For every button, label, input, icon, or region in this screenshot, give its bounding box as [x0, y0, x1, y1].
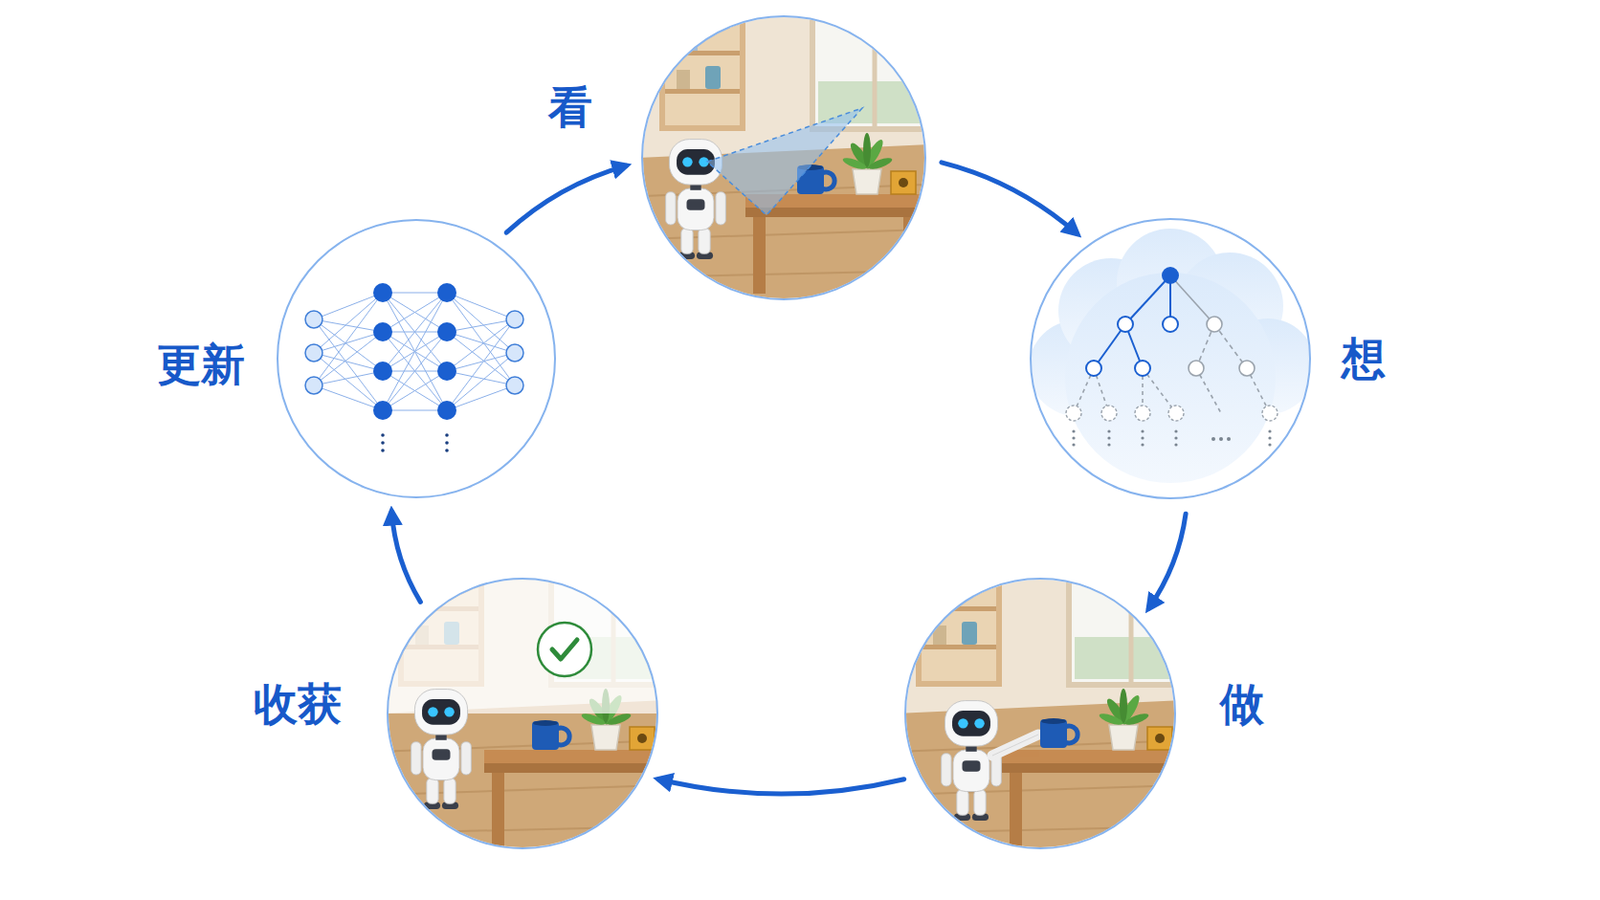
stage-circle: 想	[1029, 218, 1312, 500]
cup	[1040, 718, 1078, 749]
stage-circle: 看	[641, 15, 927, 301]
robot	[666, 139, 727, 260]
stage-circle: 做	[904, 577, 1177, 850]
cycle-arrow	[506, 165, 626, 233]
stage-label: 做	[1220, 682, 1265, 727]
cycle-arrow	[1149, 513, 1187, 609]
look-scene	[640, 14, 937, 302]
gain-scene	[378, 570, 676, 858]
cloud	[1028, 228, 1316, 484]
update-scene	[272, 215, 560, 503]
do-scene	[896, 570, 1194, 858]
stage-label: 想	[1341, 336, 1386, 381]
vision-cone	[707, 108, 863, 216]
robot-arm	[992, 734, 1039, 756]
cycle-arrow	[658, 779, 904, 795]
cup	[532, 720, 570, 751]
room-scene	[640, 14, 937, 302]
stage-label: 看	[548, 85, 593, 130]
cycle-arrow	[391, 511, 421, 603]
room-scene	[378, 570, 676, 858]
check-mark	[537, 622, 592, 677]
neural-network	[305, 283, 524, 453]
stage-circle: 收获	[386, 577, 659, 850]
decision-tree	[1066, 266, 1278, 447]
cycle-arrow	[941, 162, 1078, 235]
stage-label: 更新	[156, 342, 245, 387]
stage-circle: 更新	[276, 219, 556, 499]
robot	[411, 689, 472, 810]
room-scene	[896, 570, 1194, 858]
stage-label: 收获	[253, 682, 342, 727]
think-scene	[1026, 215, 1316, 503]
